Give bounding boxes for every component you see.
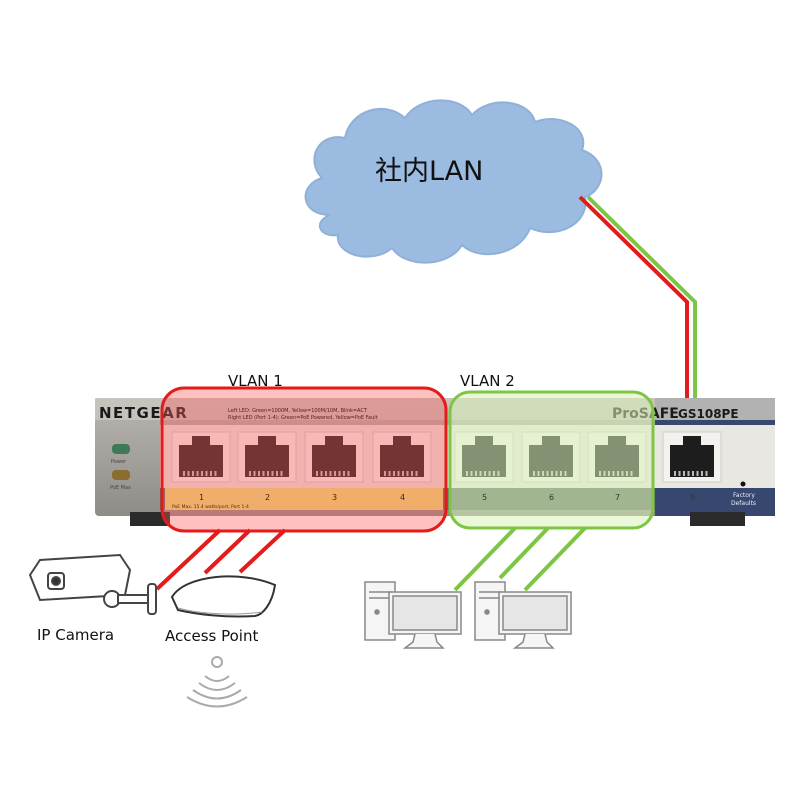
port-number: 8 — [690, 493, 695, 502]
poe-max-led — [112, 470, 130, 480]
cloud-label: 社内LAN — [375, 156, 483, 187]
poe-note: PoE Max. 15.4 watts/port, Port 1-4 — [172, 504, 249, 510]
cloud-icon — [304, 99, 603, 264]
desktop-pc-icon — [474, 581, 572, 649]
power-led — [112, 444, 130, 454]
vlan2-cables — [453, 526, 587, 592]
model-label: GS108PE — [678, 407, 739, 421]
vlan1-label: VLAN 1 — [228, 372, 283, 390]
ethernet-port-4[interactable] — [372, 431, 432, 483]
poe-max-led-label: PoE Max — [110, 485, 131, 491]
access-point-label: Access Point — [165, 627, 258, 645]
ethernet-port-2[interactable] — [237, 431, 297, 483]
vlan1-group — [160, 386, 448, 533]
pc-group — [364, 581, 572, 649]
power-led-label: Power — [111, 459, 127, 465]
port-number: 4 — [400, 493, 405, 502]
port-number: 2 — [265, 493, 270, 502]
vlan2-group — [448, 390, 655, 530]
factory-reset-button[interactable] — [740, 481, 746, 487]
ip-camera-icon — [28, 553, 157, 615]
ethernet-port-3[interactable] — [304, 431, 364, 483]
brand-logo: NETGEAR — [99, 404, 188, 422]
port-number: 7 — [615, 493, 620, 502]
vlan2-label: VLAN 2 — [460, 372, 515, 390]
port-number: 3 — [332, 493, 337, 502]
factory-defaults-label: Factory — [733, 492, 755, 499]
factory-defaults-label-2: Defaults — [731, 500, 756, 507]
led-legend-line1: Left LED: Green=1000M, Yellow=100M/10M, … — [228, 408, 368, 414]
ethernet-port-1[interactable] — [171, 431, 231, 483]
access-point-icon — [170, 575, 277, 618]
desktop-pc-icon — [364, 581, 462, 649]
ip-camera-label: IP Camera — [37, 626, 114, 644]
ethernet-port-8[interactable] — [662, 431, 722, 483]
wifi-icon — [186, 656, 248, 708]
port-numbers: 1 2 3 4 5 6 7 8 — [199, 493, 695, 502]
port-number: 1 — [199, 493, 204, 502]
vlan1-cables — [155, 528, 287, 591]
port-number: 5 — [482, 493, 487, 502]
port-number: 6 — [549, 493, 554, 502]
led-legend-line2: Right LED (Port 1-4): Green=PoE Powered,… — [228, 415, 378, 421]
